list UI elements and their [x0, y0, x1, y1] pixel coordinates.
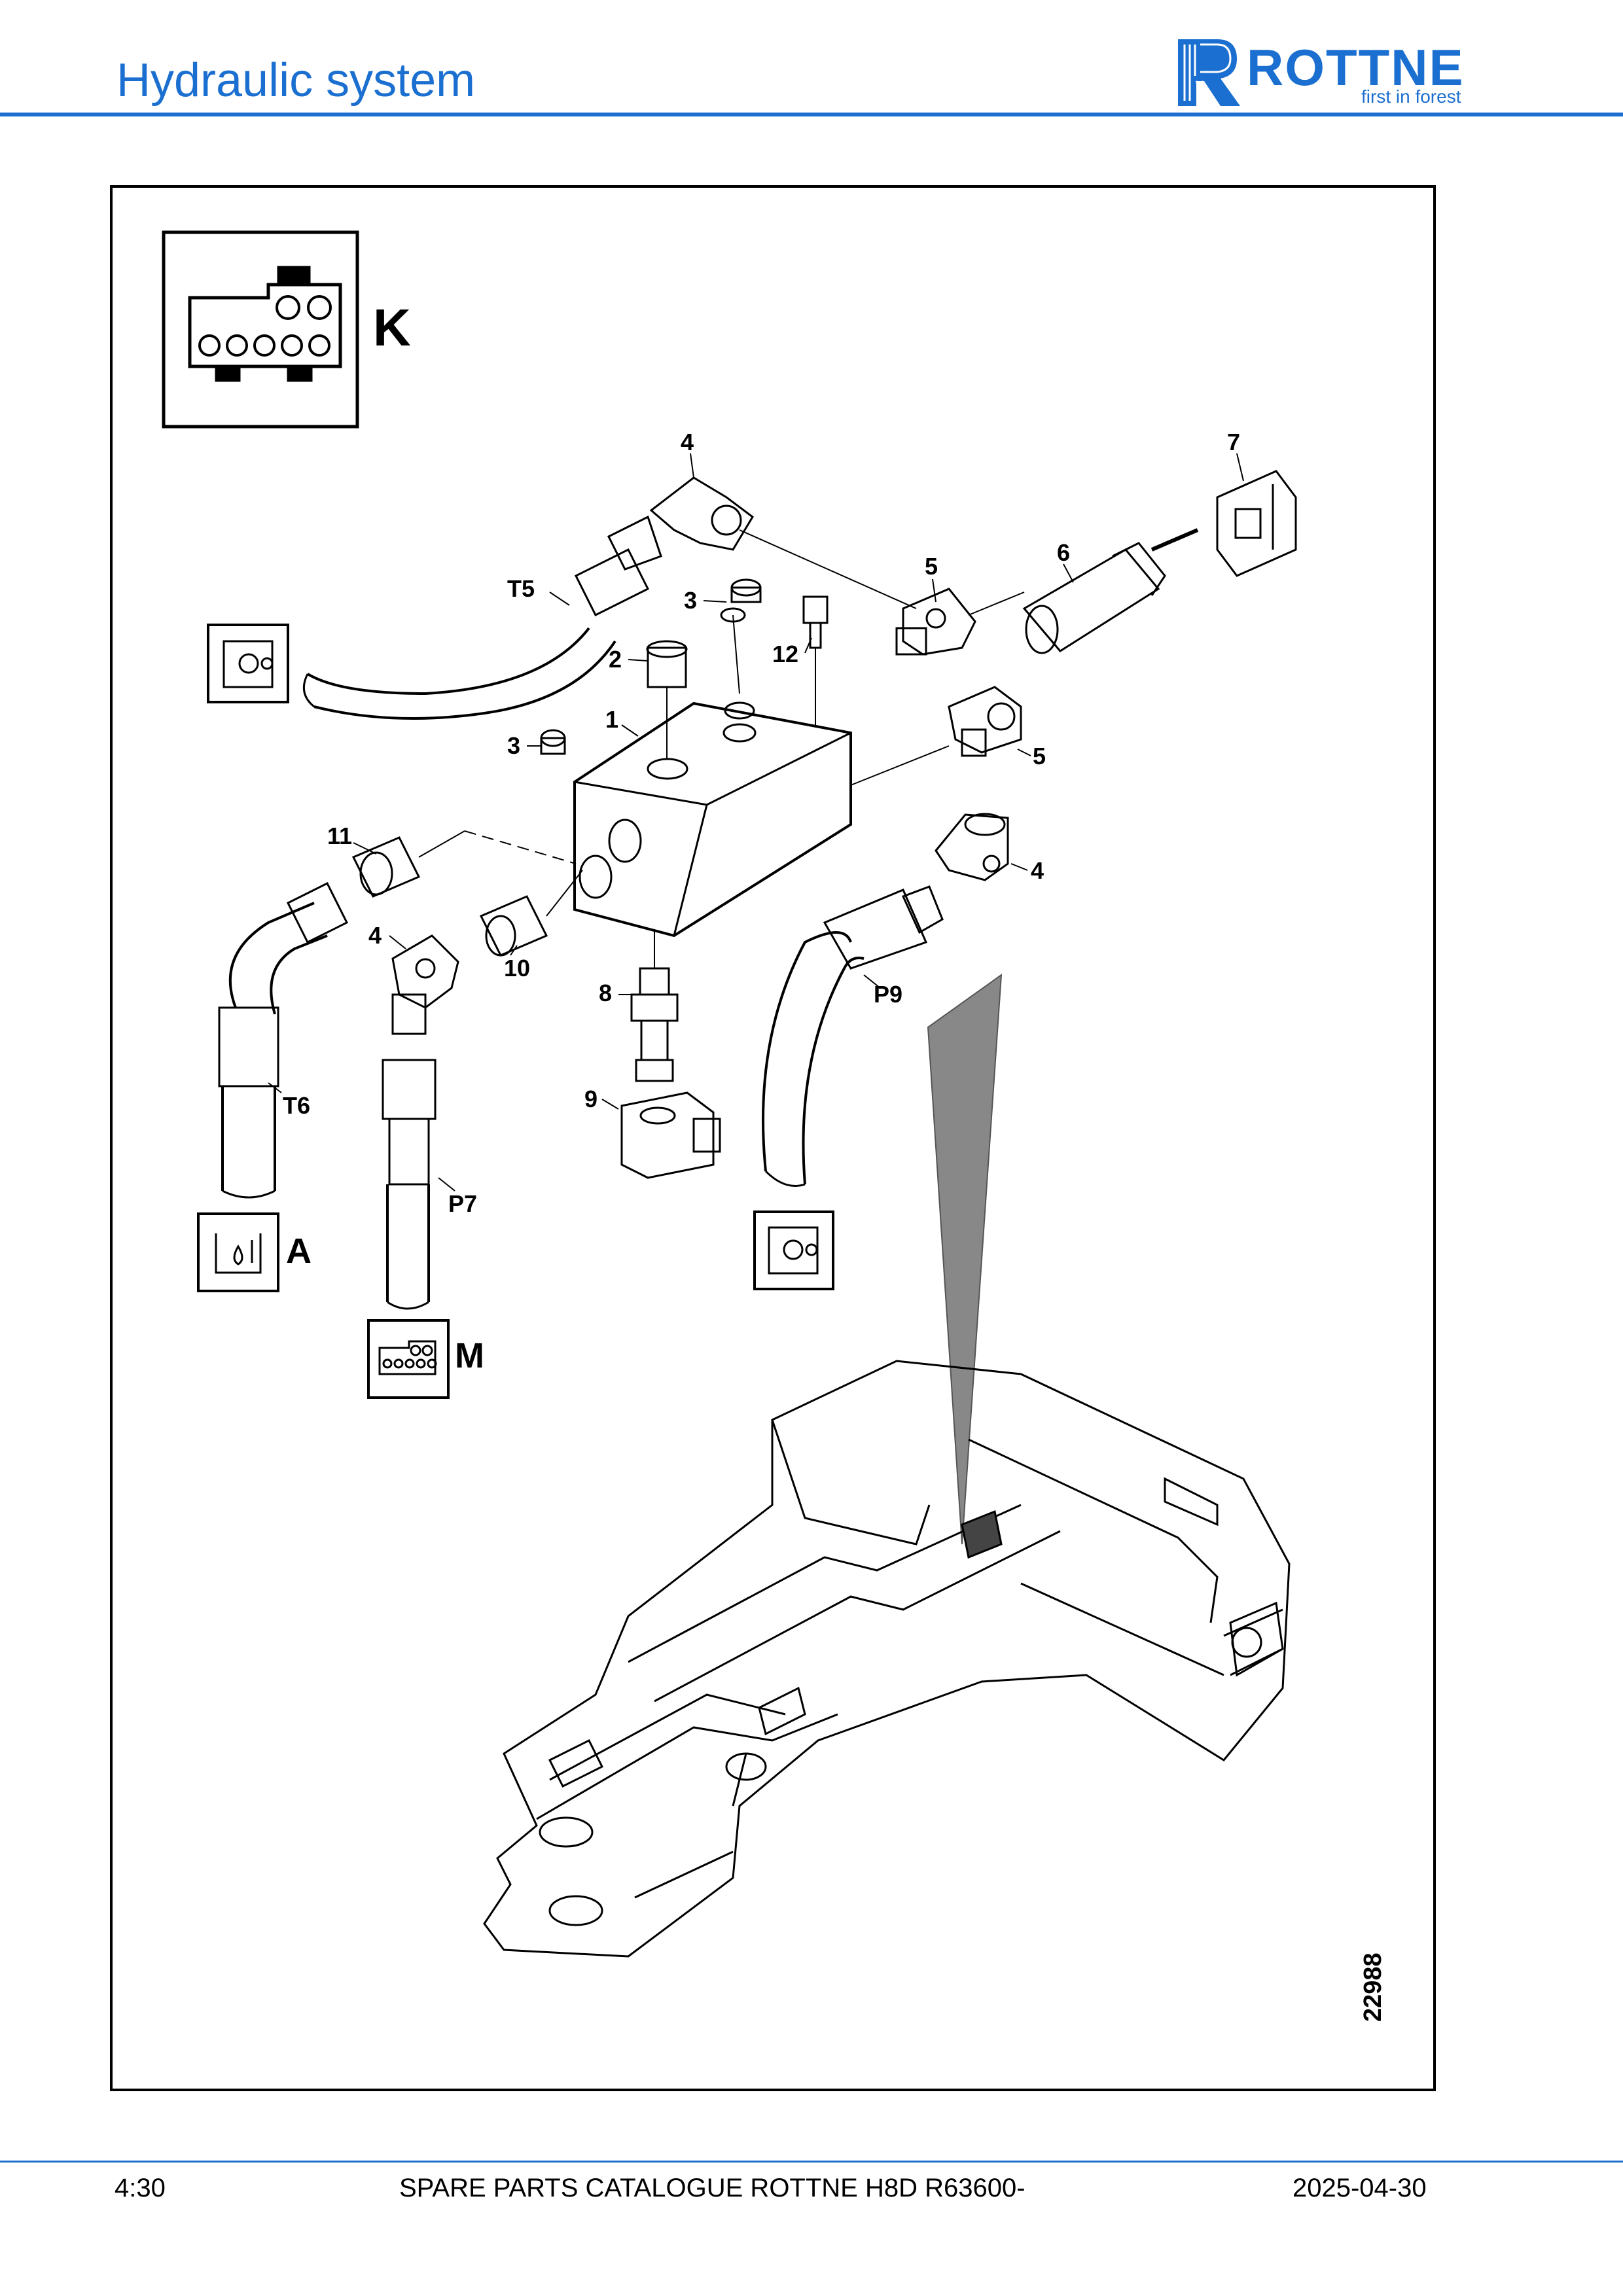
- header-rule: [0, 113, 1623, 116]
- callout-7: 7: [1227, 429, 1240, 455]
- hose-p9: [762, 885, 944, 1187]
- callout-4-top: 4: [681, 429, 694, 455]
- connector-7: [1216, 470, 1297, 577]
- valve-block-1: [573, 701, 950, 938]
- callout-4-right: 4: [1031, 857, 1044, 884]
- hose-p7: [382, 1059, 437, 1310]
- rottne-logo: ROTTNE first in forest: [1171, 33, 1512, 111]
- logo-wordmark: ROTTNE: [1247, 39, 1465, 96]
- page-number: 4:30: [115, 2174, 166, 2202]
- rottne-r-icon: [1178, 39, 1240, 107]
- cooling-fan-icon: [207, 624, 289, 703]
- callout-10: 10: [504, 955, 530, 981]
- symbol-label-a: A: [286, 1231, 312, 1271]
- valve-8: [630, 929, 679, 1082]
- machine-frame: [483, 1360, 1291, 1958]
- cooling-fan-icon: [753, 1210, 834, 1290]
- fitting-5-right: [948, 686, 1022, 757]
- plug-3-left: [540, 729, 566, 755]
- callout-2: 2: [609, 646, 622, 673]
- elbow-fitting-4-left: [391, 934, 459, 1035]
- callout-8: 8: [599, 980, 612, 1006]
- plug-3-top: [720, 578, 762, 694]
- callout-1: 1: [605, 706, 618, 733]
- plug-2: [646, 640, 688, 759]
- callout-3-left: 3: [507, 732, 520, 759]
- elbow-fitting-4-right: [935, 813, 1009, 881]
- footer-rule: [0, 2161, 1623, 2163]
- fitting-5-top: [895, 588, 1025, 656]
- callout-t6: T6: [283, 1092, 310, 1119]
- callout-p9: P9: [874, 981, 902, 1008]
- valve-cartridge-6: [1022, 528, 1199, 654]
- elbow-fitting-4-top: [649, 476, 917, 609]
- callout-11: 11: [327, 822, 352, 849]
- callout-t5: T5: [507, 575, 535, 602]
- diagram-frame: [110, 185, 1436, 2091]
- callout-p7: P7: [448, 1190, 477, 1217]
- callout-12: 12: [772, 641, 798, 667]
- callout-6: 6: [1057, 539, 1070, 566]
- fitting-11: [351, 830, 577, 898]
- location-pointer: [927, 973, 1003, 1545]
- connector-block-icon: [367, 1319, 450, 1399]
- drawing-number: 22988: [1359, 1952, 1387, 2022]
- catalogue-title: SPARE PARTS CATALOGUE ROTTNE H8D R63600-: [399, 2174, 1026, 2202]
- callout-4-left: 4: [368, 922, 382, 949]
- hose-t5: [302, 515, 662, 720]
- symbol-label-m: M: [455, 1336, 484, 1375]
- catalogue-date: 2025-04-30: [1293, 2174, 1427, 2202]
- callout-3-top: 3: [684, 587, 697, 614]
- screw-12: [802, 595, 829, 726]
- page-title: Hydraulic system: [116, 54, 476, 107]
- hose-t6: [218, 881, 349, 1199]
- symbol-label-k: K: [373, 298, 411, 357]
- callout-9: 9: [584, 1086, 597, 1112]
- callout-5-top: 5: [925, 553, 938, 580]
- solenoid-coil-9: [620, 1091, 721, 1179]
- fitting-10: [479, 870, 583, 957]
- logo-tagline: first in forest: [1361, 86, 1461, 107]
- tank-icon: [197, 1212, 279, 1292]
- connector-block-icon: [162, 230, 359, 429]
- callout-5-right: 5: [1033, 743, 1046, 769]
